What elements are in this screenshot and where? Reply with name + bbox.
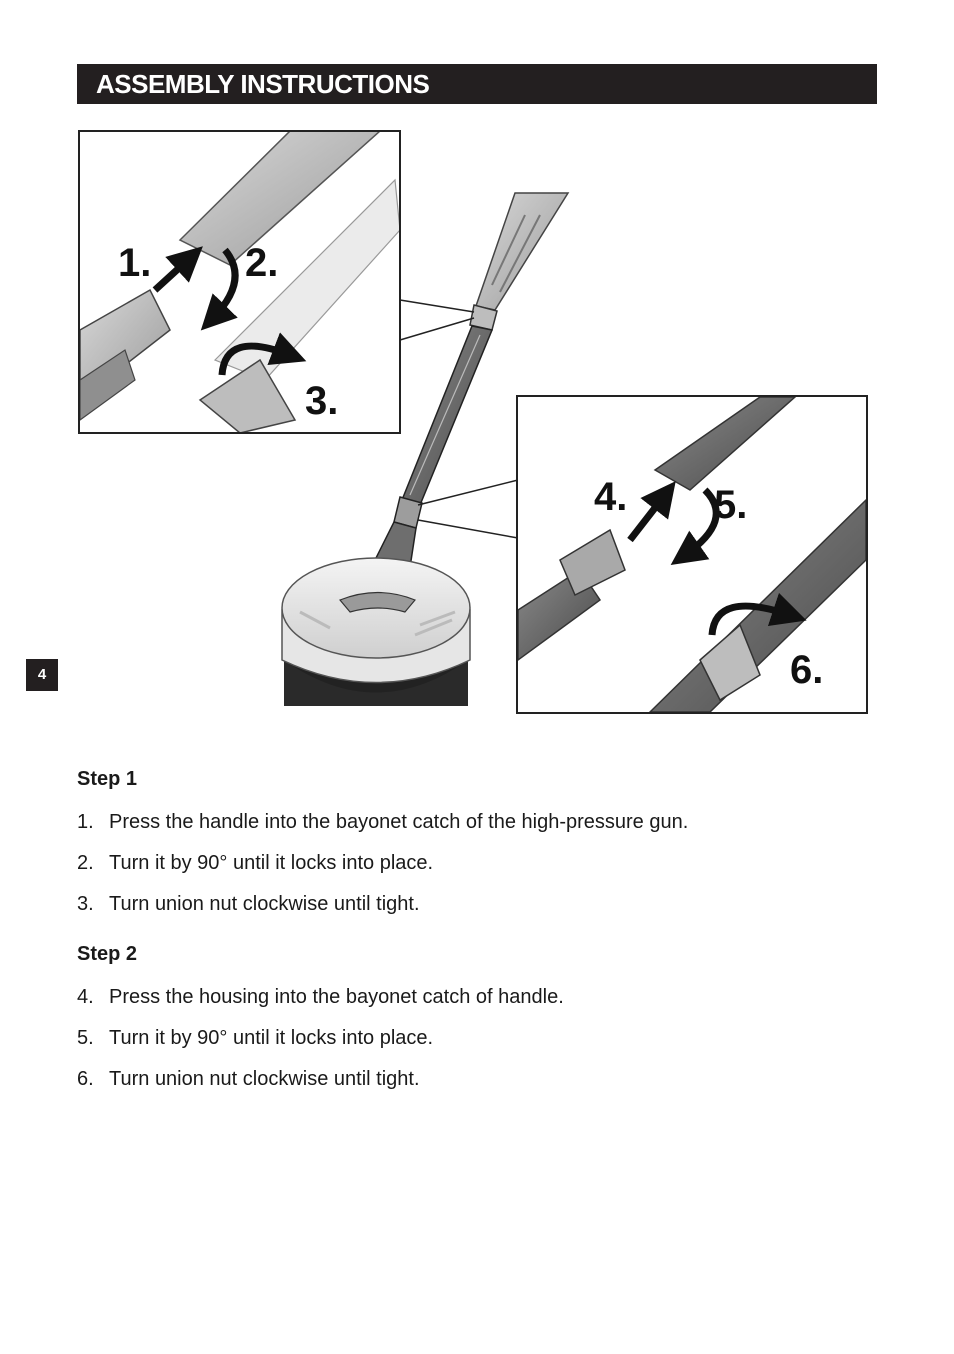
step-1-heading: Step 1 bbox=[77, 768, 138, 790]
callout-2: 2. bbox=[245, 241, 278, 285]
item-number: 3. bbox=[77, 893, 94, 915]
item-text: Turn it by 90° until it locks into place… bbox=[109, 1027, 434, 1049]
callout-6: 6. bbox=[790, 648, 823, 692]
item-number: 1. bbox=[77, 811, 94, 833]
detail-view-step-1: 1. 2. 3. bbox=[78, 130, 401, 434]
list-item: 6. Turn union nut clockwise until tight. bbox=[77, 1067, 564, 1108]
list-item: 1. Press the handle into the bayonet catc… bbox=[77, 810, 688, 851]
item-text: Press the housing into the bayonet catch… bbox=[109, 986, 564, 1008]
callout-1: 1. bbox=[118, 241, 151, 285]
item-text: Turn union nut clockwise until tight. bbox=[109, 893, 420, 915]
callout-3: 3. bbox=[305, 379, 338, 423]
callout-5: 5. bbox=[714, 483, 747, 527]
surface-cleaner-tool bbox=[281, 192, 570, 706]
callout-4: 4. bbox=[594, 475, 627, 519]
list-item: 5. Turn it by 90° until it locks into pla… bbox=[77, 1026, 564, 1067]
item-text: Turn union nut clockwise until tight. bbox=[109, 1068, 420, 1090]
item-number: 4. bbox=[77, 986, 94, 1008]
detail-view-step-2: 4. 5. 6. bbox=[516, 395, 868, 714]
step-2-heading: Step 2 bbox=[77, 943, 138, 965]
page-number-badge: 4 bbox=[26, 659, 58, 691]
step-2-list: 4. Press the housing into the bayonet cat… bbox=[77, 985, 564, 1108]
item-text: Press the handle into the bayonet catch … bbox=[109, 811, 689, 833]
item-number: 2. bbox=[77, 852, 94, 874]
list-item: 2. Turn it by 90° until it locks into pla… bbox=[77, 851, 688, 892]
step-1-list: 1. Press the handle into the bayonet catc… bbox=[77, 810, 688, 933]
list-item: 4. Press the housing into the bayonet cat… bbox=[77, 985, 564, 1026]
item-text: Turn it by 90° until it locks into place… bbox=[109, 852, 434, 874]
section-title: ASSEMBLY INSTRUCTIONS bbox=[96, 69, 430, 99]
list-item: 3. Turn union nut clockwise until tight. bbox=[77, 892, 688, 933]
detail-leader-lines bbox=[399, 299, 519, 539]
item-number: 5. bbox=[77, 1027, 94, 1049]
item-number: 6. bbox=[77, 1068, 94, 1090]
section-header-bar: ASSEMBLY INSTRUCTIONS bbox=[77, 64, 877, 104]
assembly-illustration: 1. 2. 3. 4. 5. 6. bbox=[0, 120, 954, 730]
